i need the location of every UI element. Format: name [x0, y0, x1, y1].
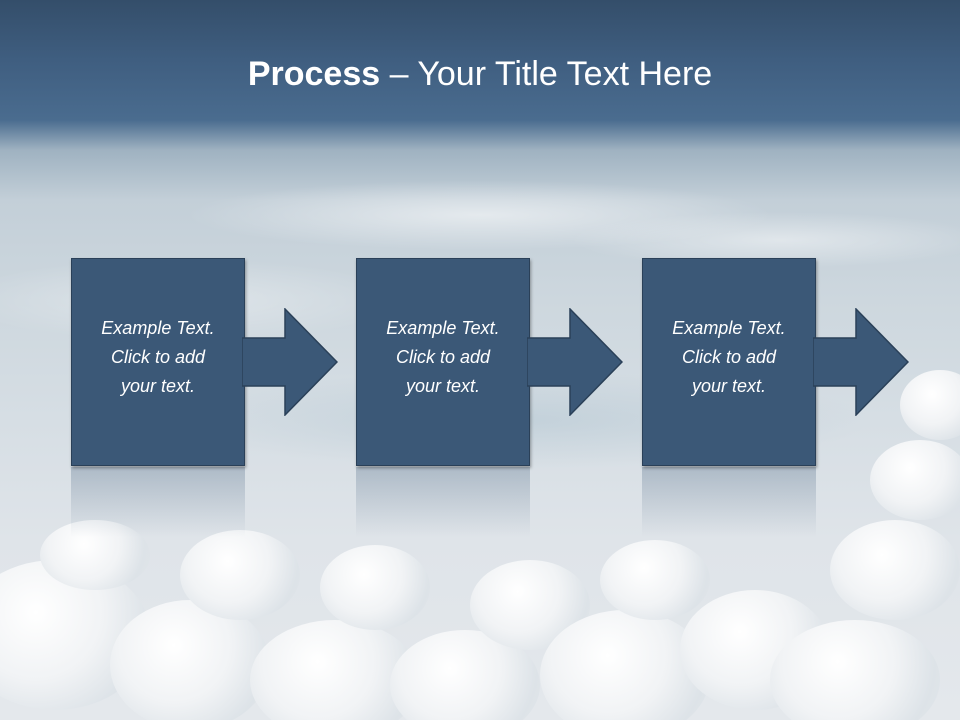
step-line: your text. — [691, 375, 766, 396]
step-text: Example Text. Click to add your text. — [662, 314, 795, 401]
step-text: Example Text. Click to add your text. — [91, 314, 224, 401]
cloud — [320, 545, 430, 630]
step-line: Example Text. — [101, 317, 215, 338]
cloud — [870, 440, 960, 520]
cloud — [900, 370, 960, 440]
step-line: your text. — [120, 375, 195, 396]
title-rest-part: – Your Title Text Here — [380, 55, 713, 93]
cloud — [830, 520, 960, 620]
slide-title[interactable]: Process – Your Title Text Here — [0, 52, 960, 96]
process-step-2[interactable]: Example Text. Click to add your text. — [356, 258, 530, 466]
cloud — [110, 600, 270, 720]
title-bold-part: Process — [247, 55, 381, 93]
step-line: Click to add — [395, 346, 491, 367]
cloud — [40, 520, 150, 590]
right-arrow-icon[interactable] — [527, 308, 623, 416]
process-step-1[interactable]: Example Text. Click to add your text. — [71, 258, 245, 466]
right-arrow-icon[interactable] — [813, 308, 909, 416]
cloud — [600, 540, 710, 620]
right-arrow-icon[interactable] — [242, 308, 338, 416]
box-reflection — [356, 467, 530, 537]
step-text: Example Text. Click to add your text. — [376, 314, 509, 401]
box-reflection — [71, 467, 245, 537]
step-line: Example Text. — [386, 317, 500, 338]
step-line: Example Text. — [672, 317, 786, 338]
step-line: Click to add — [681, 346, 777, 367]
process-step-3[interactable]: Example Text. Click to add your text. — [642, 258, 816, 466]
cloud — [180, 530, 300, 620]
step-line: your text. — [405, 375, 480, 396]
cloud — [770, 620, 940, 720]
box-reflection — [642, 467, 816, 537]
step-line: Click to add — [110, 346, 206, 367]
